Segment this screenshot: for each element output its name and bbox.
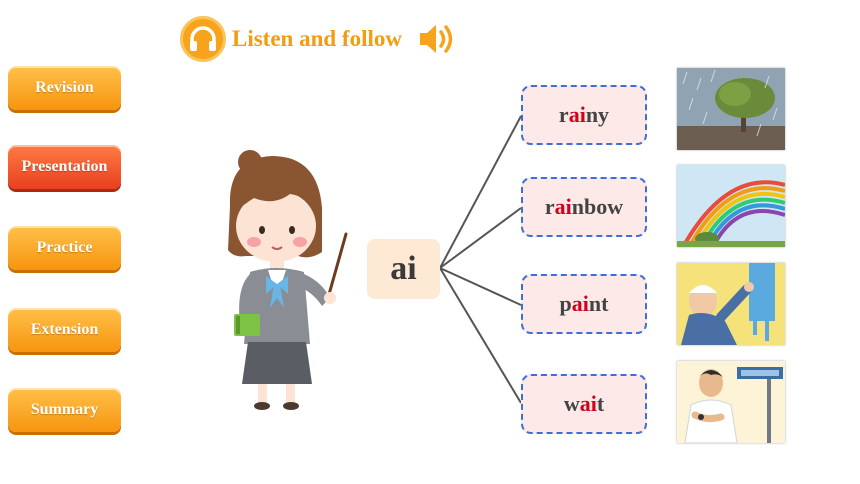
word-suffix: t bbox=[596, 391, 605, 416]
word-highlight: ai bbox=[568, 102, 586, 127]
nav-extension-button[interactable]: Extension bbox=[8, 308, 121, 352]
word-prefix: p bbox=[559, 291, 572, 316]
header: Listen and follow bbox=[180, 16, 458, 62]
word-prefix: r bbox=[558, 102, 569, 127]
nav-presentation-button[interactable]: Presentation bbox=[8, 145, 121, 189]
word-suffix: ny bbox=[585, 102, 610, 127]
speaker-icon[interactable] bbox=[416, 19, 458, 59]
phonics-ai-box[interactable]: ai bbox=[367, 239, 440, 299]
word-prefix: w bbox=[563, 391, 580, 416]
rainbow-picture bbox=[677, 165, 785, 247]
word-suffix: nt bbox=[588, 291, 609, 316]
word-highlight: ai bbox=[579, 391, 597, 416]
word-suffix: nbow bbox=[571, 194, 624, 219]
teacher-illustration bbox=[210, 148, 360, 412]
word-highlight: ai bbox=[554, 194, 572, 219]
nav-revision-button[interactable]: Revision bbox=[8, 66, 121, 110]
nav-practice-button[interactable]: Practice bbox=[8, 226, 121, 270]
page-title: Listen and follow bbox=[232, 26, 402, 51]
rain-tree-picture bbox=[677, 68, 785, 150]
word-prefix: r bbox=[544, 194, 555, 219]
word-highlight: ai bbox=[571, 291, 589, 316]
waiting-man-picture bbox=[677, 361, 785, 443]
nav-summary-button[interactable]: Summary bbox=[8, 388, 121, 432]
painter-picture bbox=[677, 263, 785, 345]
headphones-icon[interactable] bbox=[180, 16, 226, 62]
